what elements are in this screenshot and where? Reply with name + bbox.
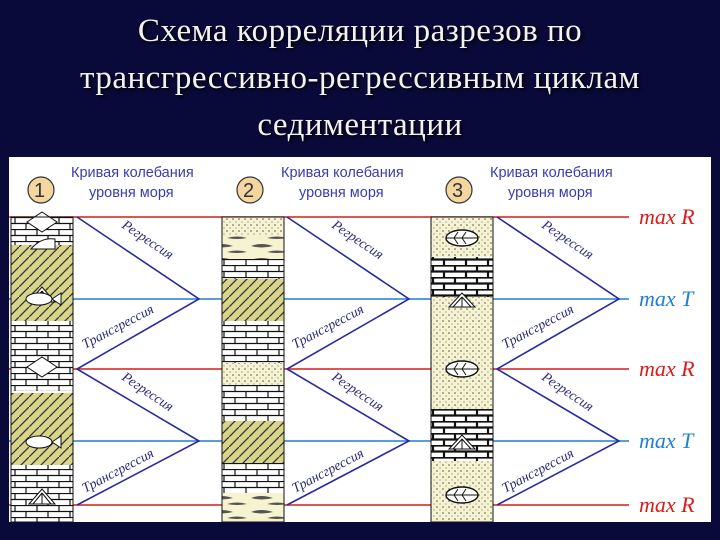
level-label-max-t-2: max T [639, 428, 695, 453]
limestone-layer [222, 321, 284, 363]
column-outline [10, 216, 74, 522]
brachiopod-fossil-icon [447, 292, 477, 308]
fish-fossil-icon [25, 435, 62, 449]
marl-layer [222, 421, 284, 463]
lithology-column-1 [10, 211, 74, 522]
section-number-badge-2 [236, 176, 264, 204]
column-3-header-line-2: уровня моря [508, 185, 593, 201]
diagram-svg: 1 Кривая колебания уровня моря 2 Кривая … [9, 165, 695, 522]
column-outline [430, 216, 494, 522]
limestone-layer [222, 463, 284, 493]
section-number-3: 3 [452, 180, 463, 202]
fish-fossil-icon [25, 292, 62, 306]
regression-label: Регрессия [328, 369, 386, 415]
column-header-2: 2 Кривая колебания уровня моря [236, 165, 404, 204]
lens-layer [222, 235, 284, 259]
column-header-1: 1 Кривая колебания уровня моря [27, 165, 194, 204]
title-line-1: Схема корреляции разрезов по [137, 13, 583, 49]
section-number-2: 2 [243, 180, 254, 202]
leaf-fossil-icon [445, 360, 479, 378]
column-1-header-line-2: уровня моря [89, 185, 174, 201]
limestone-layer [222, 385, 284, 421]
limestone-layer [222, 259, 284, 279]
level-label-max-t-1: max T [639, 286, 695, 311]
lens-layer [222, 493, 284, 522]
limestone-layer [431, 257, 493, 297]
limestone-layer [11, 321, 73, 391]
regression-label: Регрессия [328, 217, 386, 263]
column-3-header-line-1: Кривая колебания [490, 165, 613, 181]
leaf-fossil-icon [445, 486, 479, 504]
regression-label: Регрессия [538, 217, 596, 263]
shell-fossil-icon [29, 238, 56, 250]
section-number-1: 1 [34, 180, 45, 202]
column-outline [221, 216, 285, 522]
brachiopod-fossil-icon [447, 434, 477, 450]
section-number-badge-1 [27, 176, 55, 204]
level-label-max-r-2: max R [639, 356, 695, 381]
marl-layer [11, 245, 73, 321]
sandstone-layer [222, 217, 284, 235]
regression-label: Регрессия [538, 369, 596, 415]
column-header-3: 3 Кривая колебания уровня моря [445, 165, 613, 204]
column-2-header-line-2: уровня моря [299, 185, 384, 201]
slide-title: Схема корреляции разрезов по трансгресси… [0, 8, 720, 149]
regression-label: Регрессия [118, 217, 176, 263]
marl-layer [11, 393, 73, 465]
level-label-max-r-3: max R [639, 492, 695, 517]
regression-label: Регрессия [118, 369, 176, 415]
sea-level-curve-3 [495, 216, 621, 506]
transgression-label: Трансгрессия [80, 446, 157, 496]
transgression-label: Трансгрессия [500, 446, 577, 496]
title-line-2: трансгрессивно-регрессивным циклам [80, 60, 640, 96]
column-1-header-line-1: Кривая колебания [71, 165, 194, 181]
leaf-fossil-icon [445, 229, 479, 247]
sea-level-curve-2 [285, 216, 411, 506]
marl-layer [222, 279, 284, 321]
transgression-label: Трансгрессия [290, 446, 367, 496]
title-line-3: седиментации [257, 107, 463, 143]
lithology-column-2 [221, 216, 285, 522]
correlation-diagram: 1 Кривая колебания уровня моря 2 Кривая … [9, 157, 711, 522]
column-2-header-line-1: Кривая колебания [281, 165, 404, 181]
level-label-max-r-1: max R [639, 204, 695, 229]
section-number-badge-3 [445, 176, 473, 204]
sea-level-curve-1 [75, 216, 201, 506]
sandstone-layer [222, 363, 284, 385]
lithology-column-3 [430, 216, 494, 522]
brachiopod-fossil-icon [27, 488, 57, 505]
shell-fossil-icon [26, 356, 58, 378]
